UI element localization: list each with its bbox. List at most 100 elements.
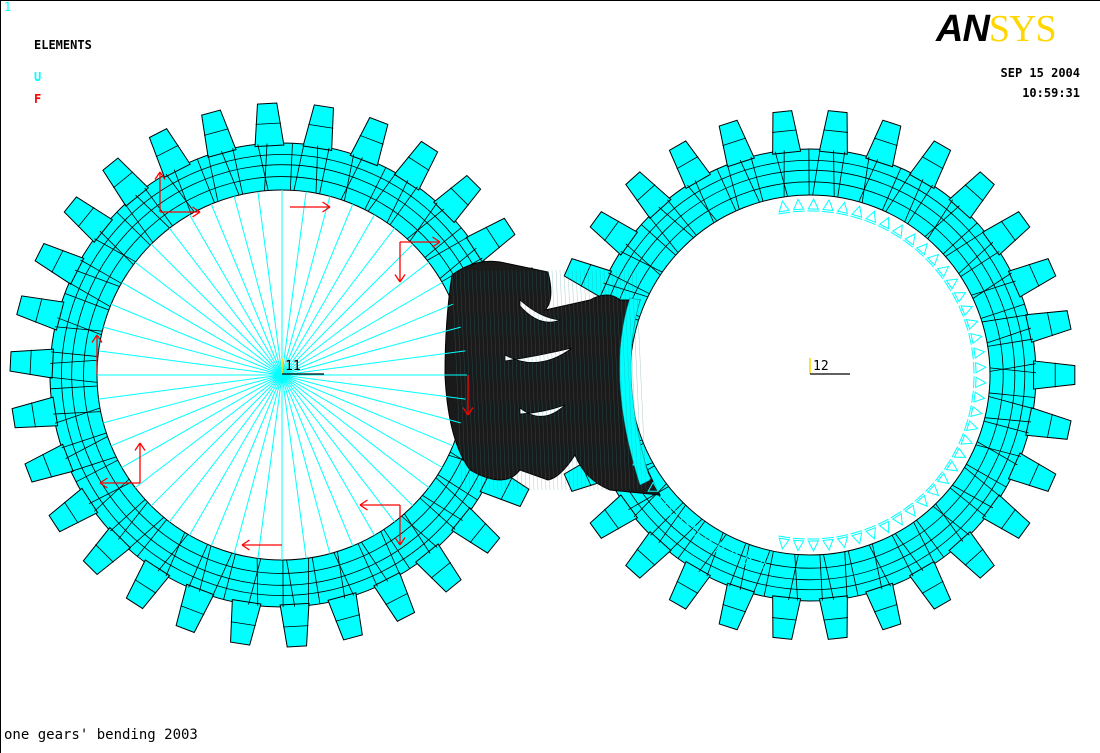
constraint-symbol: [807, 197, 820, 212]
mesh-radial-edge: [858, 159, 879, 202]
fine-mesh-line: [547, 269, 559, 491]
mesh-radial-edge: [118, 501, 148, 540]
constraint-symbol: [958, 305, 974, 318]
mesh-radial-edge: [264, 143, 268, 191]
mesh-radial-edge: [248, 558, 262, 605]
tooth-element-edge: [604, 508, 620, 530]
tooth-element-edge: [500, 477, 513, 501]
constraint-symbol: [914, 492, 928, 508]
spoke-line: [103, 374, 283, 424]
plot-type-label: ELEMENTS: [34, 38, 92, 52]
mesh-radial-edge: [667, 199, 697, 236]
mesh-radial-edge: [64, 293, 109, 311]
mesh-radial-edge: [94, 478, 130, 512]
constraint-symbol: [963, 419, 979, 432]
spoke-line: [233, 374, 283, 554]
tooth-element-edge: [964, 184, 984, 202]
gear-tooth: [948, 530, 995, 579]
tooth-element-edge: [180, 605, 205, 616]
mesh-radial-edge: [110, 499, 146, 532]
constraint-symbol: [943, 278, 959, 291]
gear-tooth: [1025, 310, 1072, 343]
fine-mesh-line: [495, 269, 507, 491]
spoke-line: [233, 196, 283, 376]
mesh-radial-edge: [620, 251, 663, 273]
tooth-element-edge: [31, 402, 36, 428]
mesh-radial-edge: [706, 532, 724, 577]
mesh-radial-edge: [658, 206, 694, 238]
mesh-radial-edge: [99, 230, 134, 266]
fine-mesh-line: [575, 269, 587, 491]
mesh-radial-edge: [212, 552, 233, 597]
gear-tooth: [668, 560, 712, 610]
mesh-radial-edge: [716, 168, 737, 212]
constraint-symbol: [742, 553, 755, 565]
gear-tooth: [668, 140, 712, 190]
mesh-radial-edge: [75, 459, 118, 483]
spoke-line: [281, 350, 466, 376]
tooth-element-edge: [1028, 263, 1040, 287]
force-arrow-head: [241, 539, 250, 551]
constraint-symbol: [792, 537, 805, 552]
tooth-element-edge: [485, 226, 501, 249]
fine-mesh-line: [559, 269, 571, 491]
fine-mesh-line: [603, 269, 615, 491]
mesh-radial-edge: [437, 474, 478, 501]
gear-tooth: [24, 443, 74, 483]
constraint-symbol: [914, 242, 928, 258]
spoke-line: [281, 243, 414, 376]
fine-mesh-line: [631, 269, 643, 491]
fine-mesh-line: [519, 269, 531, 491]
tooth-element-edge: [134, 579, 157, 594]
fine-mesh-line: [467, 269, 479, 491]
fine-mesh-line: [523, 269, 535, 491]
constraint-symbol: [902, 232, 916, 248]
mesh-radial-edge: [983, 420, 1029, 434]
mesh-radial-edge: [54, 407, 101, 424]
gear-tooth: [148, 128, 191, 179]
constraint-symbol: [778, 535, 791, 550]
fine-mesh-line: [599, 269, 611, 491]
gear-tooth: [450, 507, 501, 554]
spoke-line: [98, 350, 283, 376]
constraint-symbol: [850, 205, 863, 220]
mesh-radial-edge: [61, 432, 107, 449]
constraint-symbol: [632, 454, 644, 466]
mesh-radial-edge: [419, 497, 456, 530]
constraint-symbol: [821, 198, 834, 214]
force-arrow-head: [134, 442, 146, 451]
spoke-line: [281, 374, 396, 523]
mesh-radial-edge: [916, 519, 945, 558]
mesh-radial-edge: [74, 269, 120, 287]
constraint-symbol: [963, 318, 979, 331]
spoke-line: [98, 374, 283, 400]
tooth-gap: [519, 404, 566, 417]
gear-tooth: [373, 571, 416, 622]
gear-tooth: [718, 582, 755, 631]
fine-mesh-line: [579, 269, 591, 491]
mesh-radial-edge: [641, 224, 676, 256]
mesh-radial-edge: [386, 179, 409, 223]
tooth-gap: [519, 299, 561, 323]
fine-mesh-line: [615, 269, 627, 491]
fine-mesh-line: [543, 269, 555, 491]
tooth-element-edge: [823, 129, 848, 133]
fine-mesh-line: [527, 269, 539, 491]
mesh-radial-edge: [336, 551, 346, 599]
mesh-radial-edge: [894, 533, 924, 571]
gear-tooth: [393, 140, 439, 191]
tooth-element-edge: [772, 617, 797, 621]
mesh-radial-edge: [952, 484, 994, 509]
fine-mesh-line: [619, 269, 631, 491]
mesh-radial-edge: [987, 338, 1034, 347]
mesh-radial-edge: [57, 317, 102, 336]
spoke-line: [110, 303, 283, 376]
fine-mesh-line: [587, 269, 599, 491]
gear-tooth: [63, 196, 114, 243]
tooth-element-edge: [230, 621, 256, 627]
gear-tooth: [9, 348, 54, 379]
spoke-line: [281, 326, 461, 376]
fine-mesh-line: [563, 269, 575, 491]
